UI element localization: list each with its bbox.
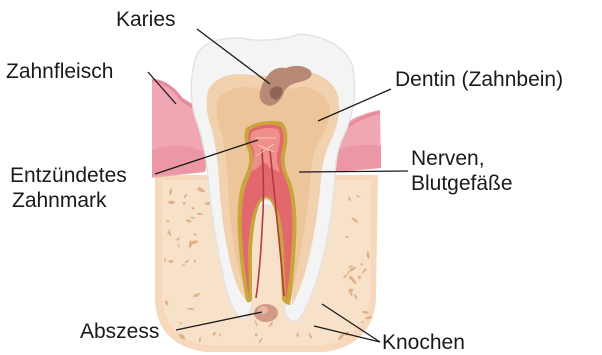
label-gum: Zahnfleisch [6, 59, 113, 84]
label-inflamed-pulp: Entzündetes Zahnmark [10, 163, 127, 213]
label-dentin: Dentin (Zahnbein) [395, 67, 563, 92]
label-abscess: Abszess [80, 319, 159, 344]
label-nerves: Nerven, Blutgefäße [411, 146, 513, 196]
label-caries: Karies [116, 7, 176, 32]
label-bone: Knochen [382, 330, 465, 355]
label-nerves-line1: Nerven, [411, 146, 513, 171]
label-nerves-line2: Blutgefäße [411, 171, 513, 196]
label-inflamed-pulp-line2: Zahnmark [10, 188, 127, 213]
label-inflamed-pulp-line1: Entzündetes [10, 163, 127, 188]
